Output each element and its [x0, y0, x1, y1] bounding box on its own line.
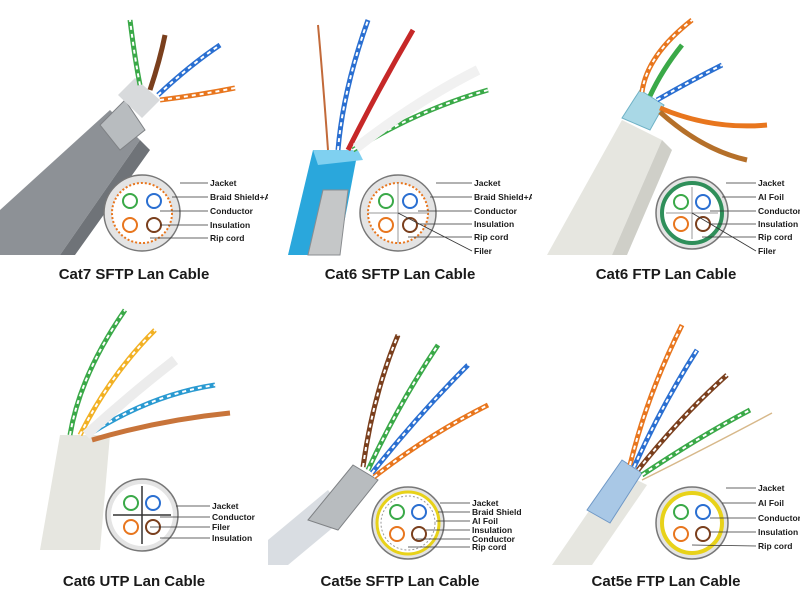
panel-title: Cat6 UTP Lan Cable	[62, 573, 206, 590]
legend-conductor: Conductor	[474, 206, 518, 216]
cat5e-ftp-cable-illustration: Jacket Al Foil Conductor Insulation Rip …	[552, 323, 800, 565]
legend-rip-cord: Rip cord	[210, 233, 244, 243]
legend-conductor: Conductor	[212, 512, 256, 522]
cat5e-sftp-cable-illustration: Jacket Braid Shield Al Foil Insulation C…	[268, 334, 522, 565]
cat7-sftp-cable-illustration: Jacket Braid Shield+Al Foil Conductor In…	[0, 19, 268, 255]
panel-title: Cat7 SFTP Lan Cable	[58, 266, 210, 283]
legend-jacket: Jacket	[472, 498, 499, 508]
legend-filer: Filer	[758, 246, 777, 256]
legend-rip-cord: Rip cord	[474, 232, 508, 242]
legend-al-foil: Al Foil	[758, 498, 784, 508]
legend-jacket: Jacket	[474, 178, 501, 188]
legend-insulation: Insulation	[212, 533, 252, 543]
panel-cat5e-ftp: Jacket Al Foil Conductor Insulation Rip …	[532, 295, 800, 590]
legend-insulation: Insulation	[472, 525, 512, 535]
legend-rip-cord: Rip cord	[758, 541, 792, 551]
cat6-sftp-cable-illustration: Jacket Braid Shield+Al Foil Conductor In…	[288, 19, 532, 256]
panel-title: Cat5e FTP Lan Cable	[591, 573, 741, 590]
legend-insulation: Insulation	[758, 527, 798, 537]
legend-braid-shield-al-foil: Braid Shield+Al Foil	[210, 192, 268, 202]
legend-conductor: Conductor	[758, 513, 800, 523]
legend-conductor: Conductor	[210, 206, 254, 216]
legend-jacket: Jacket	[212, 501, 239, 511]
legend-al-foil: Al Foil	[472, 516, 498, 526]
cat6-ftp-cable-illustration: Jacket Al Foil Conductor Insulation Rip …	[547, 18, 800, 256]
legend-al-foil: Al Foil	[758, 192, 784, 202]
legend-conductor: Conductor	[758, 206, 800, 216]
legend-insulation: Insulation	[758, 219, 798, 229]
legend-conductor: Conductor	[472, 534, 516, 544]
panel-title: Cat6 SFTP Lan Cable	[324, 266, 476, 283]
legend-braid-shield: Braid Shield	[472, 507, 522, 517]
panel-title: Cat6 FTP Lan Cable	[595, 266, 737, 283]
legend-jacket: Jacket	[758, 178, 785, 188]
legend-rip-cord: Rip cord	[472, 542, 506, 552]
panel-cat5e-sftp: Jacket Braid Shield Al Foil Insulation C…	[268, 295, 532, 590]
legend-filer: Filer	[474, 246, 493, 256]
panel-cat6-sftp: Jacket Braid Shield+Al Foil Conductor In…	[268, 0, 532, 295]
legend-insulation: Insulation	[210, 220, 250, 230]
panel-title: Cat5e SFTP Lan Cable	[320, 573, 480, 590]
cat6-utp-cable-illustration: Jacket Conductor Filer Insulation	[40, 308, 256, 552]
panel-cat6-utp: Jacket Conductor Filer Insulation Cat6 U…	[0, 295, 268, 590]
panel-cat7-sftp: Jacket Braid Shield+Al Foil Conductor In…	[0, 0, 268, 295]
legend-jacket: Jacket	[210, 178, 237, 188]
legend-rip-cord: Rip cord	[758, 232, 792, 242]
legend-braid-shield-al-foil: Braid Shield+Al Foil	[474, 192, 532, 202]
legend-filer: Filer	[212, 522, 231, 532]
legend-insulation: Insulation	[474, 219, 514, 229]
legend-jacket: Jacket	[758, 483, 785, 493]
panel-cat6-ftp: Jacket Al Foil Conductor Insulation Rip …	[532, 0, 800, 295]
